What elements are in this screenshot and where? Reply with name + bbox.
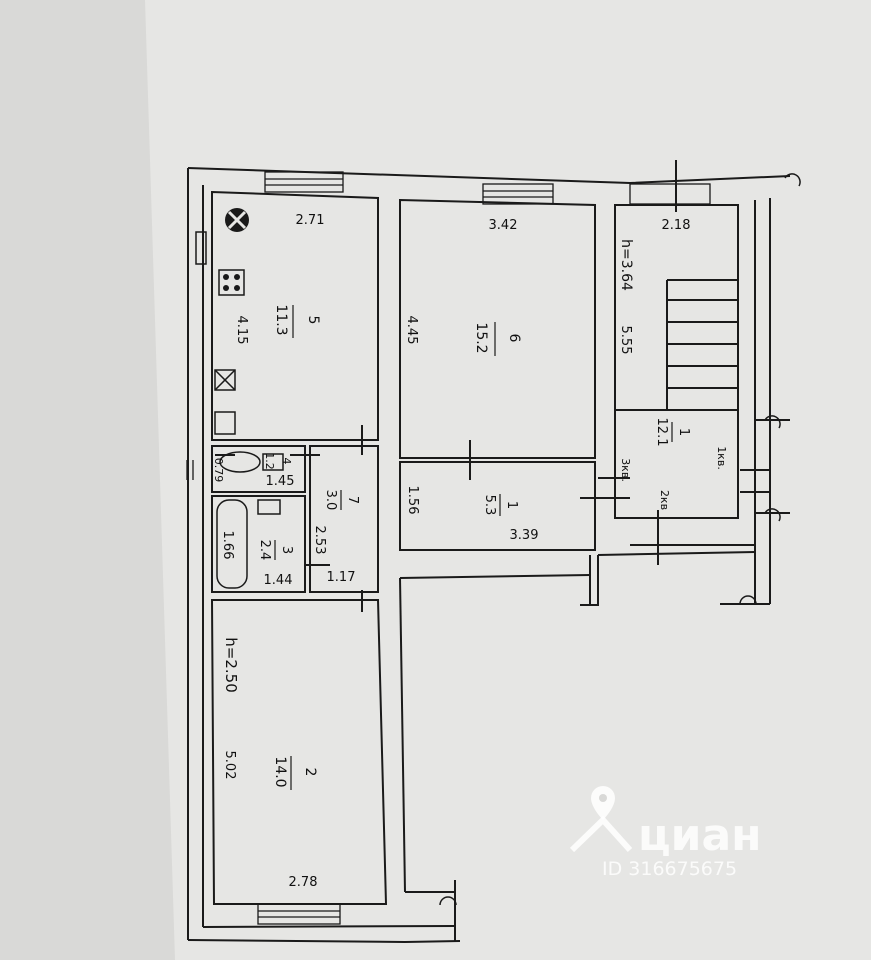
wc-number: 4	[280, 458, 293, 465]
location-pin-icon	[591, 786, 615, 820]
radiator-icon	[195, 231, 207, 265]
washbasin-icon	[257, 499, 281, 515]
corridor-length: 2.53	[312, 526, 327, 555]
toilet-icon	[219, 451, 261, 473]
room2-ceiling-height: h=2.50	[222, 637, 240, 692]
bathtub-icon	[216, 499, 248, 589]
room2-width: 2.78	[289, 875, 318, 890]
hall-number: 1	[676, 428, 691, 436]
watermark-id: ID 316675675	[602, 858, 737, 880]
wc-width: 1.45	[266, 474, 295, 489]
windows	[186, 171, 711, 925]
hall-area: 12.1	[654, 418, 669, 447]
stove-icon	[218, 269, 245, 296]
kitchen-width: 2.71	[296, 213, 325, 228]
apartment-3-label: 3кв.	[619, 458, 632, 482]
wc-length: 0.79	[212, 458, 225, 483]
watermark-brand: циан	[638, 810, 762, 861]
wc-area: 1.2	[263, 452, 276, 470]
stair-ceiling-height: h=3.64	[618, 239, 634, 291]
fixtures	[195, 208, 284, 589]
room6-width: 3.42	[489, 218, 518, 233]
door-swings	[439, 173, 801, 906]
room6-length: 4.45	[404, 316, 419, 345]
room1-number: 1	[504, 501, 519, 509]
room1-width: 3.39	[510, 528, 539, 543]
corridor-width: 1.17	[327, 570, 356, 585]
kitchen-number: 5	[305, 316, 321, 325]
paper-sheet	[145, 0, 871, 960]
bath-length: 1.66	[220, 531, 235, 560]
sink-icon	[214, 369, 236, 391]
apartment-1-label: 1кв.	[715, 446, 728, 470]
room6-area: 15.2	[473, 322, 489, 353]
bath-number: 3	[279, 546, 294, 554]
stair-length: 5.55	[618, 326, 633, 355]
room2-number: 2	[302, 768, 318, 777]
walls	[187, 160, 791, 943]
room1-area: 5.3	[482, 495, 497, 516]
room1-length: 1.56	[405, 486, 420, 515]
stair-width: 2.18	[662, 218, 691, 233]
room2-area: 14.0	[272, 756, 288, 787]
kitchen-area: 11.3	[273, 304, 289, 335]
cian-watermark: циан ID 316675675	[569, 786, 762, 880]
corridor-number: 7	[345, 496, 360, 504]
room6-number: 6	[506, 334, 522, 343]
kitchen-length: 4.15	[234, 316, 249, 345]
room2-length: 5.02	[222, 751, 237, 780]
apartment-2-label: 2кв	[658, 490, 671, 510]
corridor-area: 3.0	[323, 490, 338, 511]
bath-width: 1.44	[264, 573, 293, 588]
bath-area: 2.4	[257, 540, 272, 561]
